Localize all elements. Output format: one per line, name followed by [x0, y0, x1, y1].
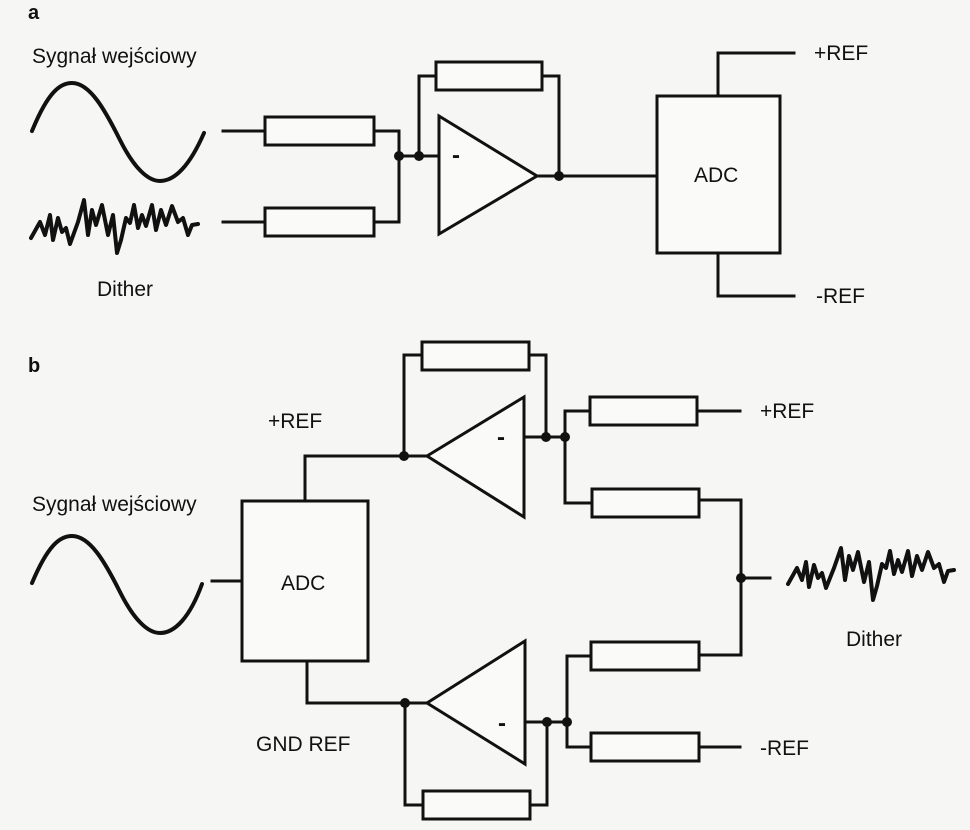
panel-b-wire: [565, 720, 593, 749]
panel-b-top-ref-resistor: [588, 395, 699, 427]
panel-b-wire: [402, 353, 424, 458]
panel-a-wire: [417, 74, 438, 158]
panel-a-dither-noise-icon: [29, 198, 200, 255]
panel-b-bottom-dither-resistor: [589, 640, 701, 672]
panel-a-neg-ref-label: -REF: [816, 285, 865, 308]
panel-b-wire: [305, 659, 429, 705]
panel-b-wire: [563, 435, 594, 505]
panel-a-adc-label: ADC: [694, 164, 738, 187]
panel-b-bottom-opamp-minus-sign: -: [498, 710, 506, 737]
panel-a-input-signal-label: Sygnał wejściowy: [32, 45, 197, 68]
panel-b-junction-dot: [542, 717, 552, 727]
panel-a-junction-dot: [394, 151, 404, 161]
panel-b-wire: [697, 498, 743, 657]
panel-b-bottom-opamp: [424, 638, 527, 767]
panel-b-dither-label: Dither: [846, 628, 902, 651]
panel-b-input-signal-label: Sygnał wejściowy: [32, 493, 197, 516]
panel-b-junction-dot: [541, 432, 551, 442]
panel-b-bottom-ref-resistor: [589, 731, 701, 763]
panel-a-wire: [716, 251, 796, 298]
panel-a-input-resistor-2: [263, 206, 376, 238]
panel-a-opamp-minus-sign: -: [452, 142, 460, 169]
panel-b-adc-gnd-ref-label: GND REF: [256, 733, 351, 756]
panel-b-wire: [403, 701, 425, 807]
panel-b-dither-noise-icon: [786, 546, 956, 602]
panel-b-wire: [528, 720, 549, 807]
panel-b-adc-label: ADC: [281, 572, 325, 595]
panel-b: b Sygnał wejściowy ADC +REF GND REF - +R…: [28, 340, 956, 821]
panel-b-wire: [563, 409, 592, 439]
panel-a-adc-block: [655, 94, 782, 255]
panel-a-wire: [372, 129, 401, 224]
panel-b-label: b: [28, 355, 40, 377]
panel-a-dither-label: Dither: [97, 278, 153, 301]
panel-b-sine-wave-icon: [30, 534, 204, 635]
panel-b-bottom-out-neg-ref-label: -REF: [760, 737, 809, 760]
panel-b-top-out-pos-ref-label: +REF: [760, 400, 814, 423]
panel-a-input-resistor-1: [263, 115, 376, 147]
panel-a-feedback-resistor: [434, 60, 544, 92]
panel-b-junction-dot: [736, 573, 746, 583]
panel-a-opamp: [437, 113, 540, 237]
panel-b-top-opamp-minus-sign: -: [497, 424, 505, 451]
panel-b-top-feedback-resistor: [420, 340, 531, 372]
panel-b-wire: [527, 353, 548, 439]
panel-a-label: a: [28, 2, 40, 24]
panel-a-wire: [716, 51, 796, 98]
panel-a-pos-ref-label: +REF: [814, 42, 868, 65]
panel-b-adc-block: [240, 499, 370, 663]
panel-b-wire: [565, 654, 593, 724]
panel-b-wire: [303, 454, 429, 503]
panel-a-junction-dot: [554, 171, 564, 181]
panel-a: a Sygnał wejściowy Dither - ADC +REF: [28, 2, 868, 308]
panel-b-top-dither-resistor: [590, 487, 701, 519]
panel-a-sine-wave-icon: [30, 81, 206, 183]
panel-b-top-opamp: [424, 394, 526, 520]
panel-a-wire: [540, 74, 561, 178]
panel-b-adc-pos-ref-label: +REF: [268, 410, 322, 433]
panel-b-bottom-feedback-resistor: [421, 789, 532, 821]
